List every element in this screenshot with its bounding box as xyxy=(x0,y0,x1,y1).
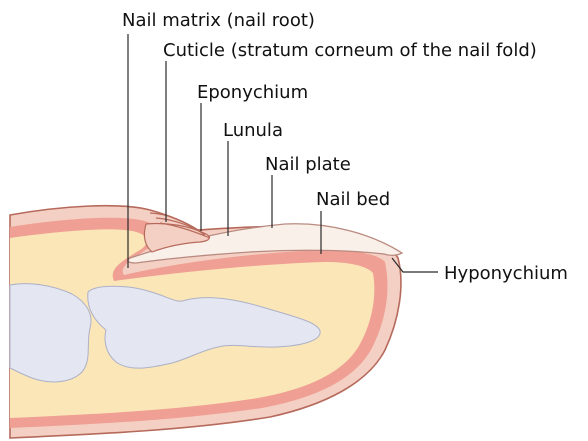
label-cuticle: Cuticle (stratum corneum of the nail fol… xyxy=(163,40,537,61)
label-hyponychium: Hyponychium xyxy=(444,263,568,284)
label-lunula: Lunula xyxy=(223,120,283,141)
label-nail-bed: Nail bed xyxy=(316,189,390,210)
label-nail-plate: Nail plate xyxy=(265,154,351,175)
label-nail-matrix: Nail matrix (nail root) xyxy=(122,10,315,31)
middle-phalanx-bone xyxy=(10,284,91,382)
label-eponychium: Eponychium xyxy=(197,82,308,103)
